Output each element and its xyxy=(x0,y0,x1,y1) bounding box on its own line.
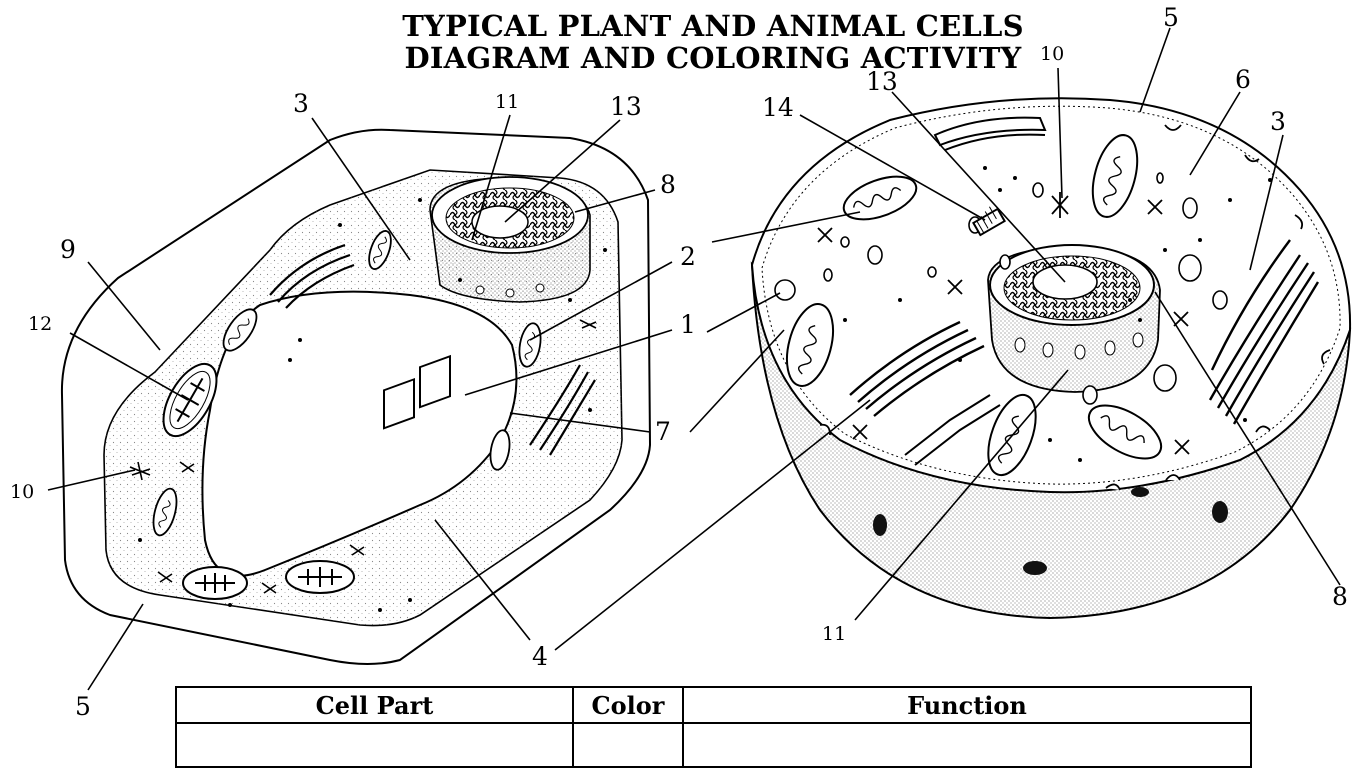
animal-label-11: 11 xyxy=(822,623,846,645)
chloroplast xyxy=(183,567,247,599)
cell-parts-table: Cell Part Color Function xyxy=(175,686,1252,768)
animal-nucleus xyxy=(988,245,1160,392)
animal-label-8: 8 xyxy=(1332,582,1348,611)
plant-label-10: 10 xyxy=(10,481,34,503)
plant-label-5: 5 xyxy=(75,692,91,721)
plant-label-2: 2 xyxy=(680,242,696,271)
animal-label-14: 14 xyxy=(762,93,794,122)
plant-label-8: 8 xyxy=(660,170,676,199)
header-color: Color xyxy=(573,687,683,723)
table-row xyxy=(176,723,1251,767)
plant-label-12: 12 xyxy=(28,313,52,335)
animal-label-5: 5 xyxy=(1163,3,1179,32)
animal-label-6: 6 xyxy=(1235,65,1251,94)
plant-cell: 3 11 13 8 9 2 12 1 7 10 4 5 xyxy=(10,89,696,721)
animal-label-10: 10 xyxy=(1040,43,1064,65)
chloroplast xyxy=(286,561,354,593)
cell-part-entry[interactable] xyxy=(176,723,573,767)
cell-diagram: 3 11 13 8 9 2 12 1 7 10 4 5 xyxy=(0,0,1358,725)
header-cell-part: Cell Part xyxy=(176,687,573,723)
plant-label-4: 4 xyxy=(532,642,548,671)
function-entry[interactable] xyxy=(683,723,1251,767)
animal-label-13: 13 xyxy=(866,67,898,96)
table-header-row: Cell Part Color Function xyxy=(176,687,1251,723)
plant-label-9: 9 xyxy=(60,235,76,264)
animal-cell: 5 10 13 6 14 3 8 11 xyxy=(555,3,1350,650)
plant-label-7: 7 xyxy=(655,417,671,446)
animal-label-3: 3 xyxy=(1270,107,1286,136)
plant-label-11: 11 xyxy=(495,91,519,113)
plant-label-3: 3 xyxy=(293,89,309,118)
header-function: Function xyxy=(683,687,1251,723)
plant-label-1: 1 xyxy=(680,310,696,339)
plant-nucleus xyxy=(430,177,590,302)
plant-label-13: 13 xyxy=(610,92,642,121)
color-entry[interactable] xyxy=(573,723,683,767)
